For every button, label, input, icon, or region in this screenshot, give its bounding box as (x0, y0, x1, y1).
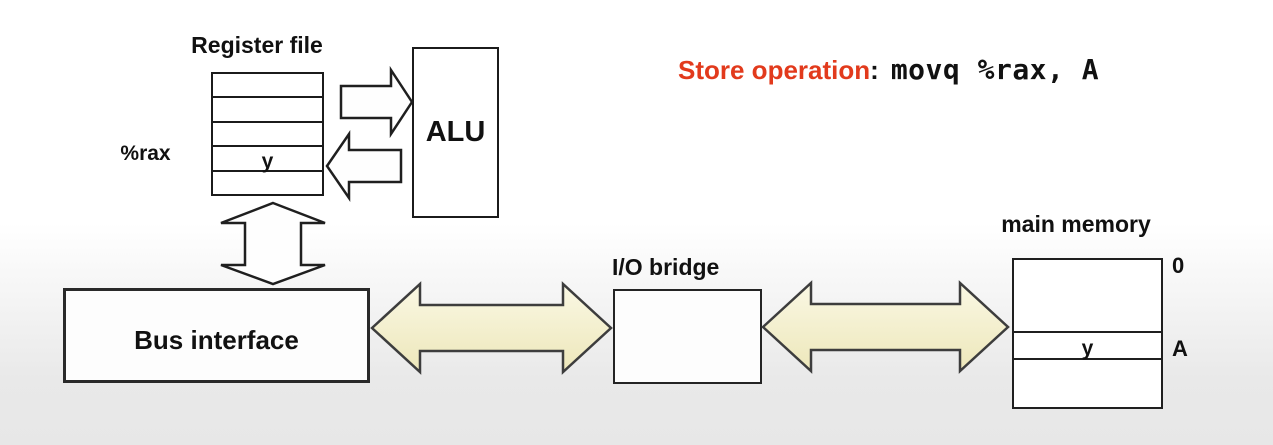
register-row (213, 98, 322, 123)
main-memory-title: main memory (1001, 211, 1151, 237)
instruction-code: movq %rax, A (890, 53, 1100, 86)
memory-cell-bottom (1014, 360, 1161, 407)
register-name-label: %rax (120, 142, 171, 165)
alu-box: ALU (412, 47, 499, 218)
memory-value: y (1081, 337, 1094, 360)
register-row (213, 123, 322, 148)
regfile-bus-double-arrow-icon (220, 201, 326, 286)
bus-iobridge-double-arrow-icon (370, 281, 613, 375)
register-file-title: Register file (191, 32, 323, 58)
instruction-caption: Store operation: movq %rax, A (678, 53, 1099, 86)
io-bridge-title: I/O bridge (612, 254, 720, 280)
address-a-label: A (1172, 336, 1188, 361)
register-file-box: y (211, 72, 324, 196)
register-row (213, 74, 322, 99)
instruction-type-label: Store operation (678, 55, 871, 85)
main-memory-box: y (1012, 258, 1163, 409)
register-value: y (261, 149, 274, 173)
instruction-separator: : (870, 55, 879, 85)
io-bridge-box (613, 289, 762, 384)
bus-interface-label: Bus interface (134, 325, 299, 355)
regfile-to-alu-arrow-icon (339, 65, 414, 139)
memory-cell-a: y (1014, 331, 1161, 360)
iobridge-memory-double-arrow-icon (761, 280, 1010, 374)
bus-interface-box: Bus interface (63, 288, 370, 383)
register-row-rax: y (213, 147, 322, 173)
memory-cell-top (1014, 260, 1161, 331)
register-row (213, 172, 322, 194)
alu-label: ALU (425, 116, 486, 148)
address-0-label: 0 (1172, 253, 1185, 278)
alu-to-regfile-arrow-icon (325, 129, 403, 203)
